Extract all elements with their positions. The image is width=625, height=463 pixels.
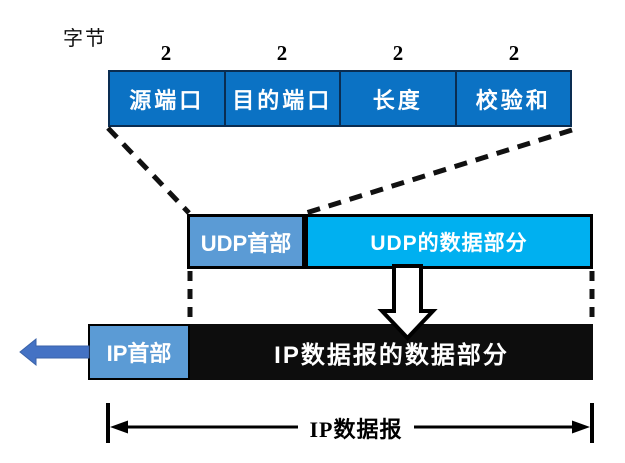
bytes-unit-label: 字节 <box>63 28 107 50</box>
ip-header-box: IP首部 <box>88 324 190 380</box>
field-cell-checksum: 校验和 <box>475 87 551 113</box>
udp-data-box: UDP的数据部分 <box>305 214 593 269</box>
field-size-dest-port: 2 <box>276 41 288 65</box>
udp-header-fields-row: 源端口 目的端口 长度 校验和 <box>108 70 572 127</box>
field-cell-length: 长度 <box>341 72 457 125</box>
udp-header-box: UDP首部 <box>187 214 305 269</box>
measure-arrowhead-right <box>572 420 590 434</box>
left-funnel-dashed-line <box>106 126 191 215</box>
field-size-length: 2 <box>392 41 404 65</box>
right-funnel-dashed-line <box>305 127 573 216</box>
left-block-arrow-icon <box>19 337 90 367</box>
measure-arrowhead-left <box>110 420 128 434</box>
field-cell-source-port: 源端口 <box>110 72 226 125</box>
ip-datagram-extent-label: IP数据报 <box>309 417 403 442</box>
field-size-source-port: 2 <box>160 41 172 65</box>
ip-data-box: IP数据报的数据部分 <box>190 324 593 380</box>
field-size-checksum: 2 <box>508 41 520 65</box>
field-cell-dest-port: 目的端口 <box>226 72 341 125</box>
field-sizes-row: 2 2 2 2 <box>108 41 572 66</box>
